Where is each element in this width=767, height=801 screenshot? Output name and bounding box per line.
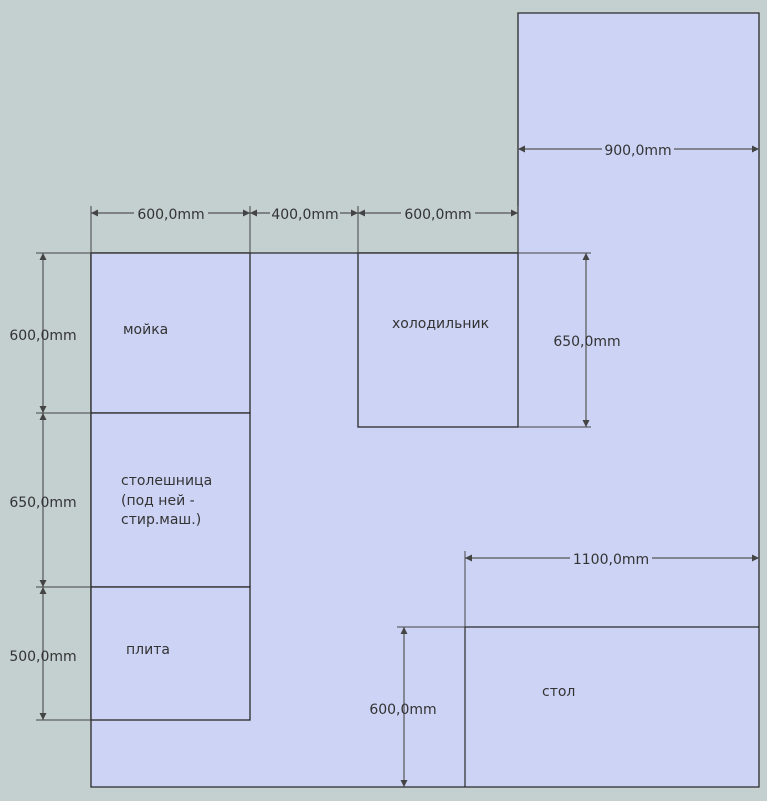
label-countertop-line2: (под ней - xyxy=(121,493,195,509)
sink-cabinet xyxy=(90,252,251,414)
dim-right-wing-width: 900,0mm xyxy=(604,143,671,159)
dim-table-depth: 600,0mm xyxy=(369,702,436,718)
label-table: стол xyxy=(542,684,575,700)
label-countertop-line1: столешница xyxy=(121,473,212,489)
dim-fridge-depth: 650,0mm xyxy=(553,334,620,350)
fridge-cabinet xyxy=(357,252,519,428)
dim-stove-depth: 500,0mm xyxy=(9,649,76,665)
dim-sink-depth: 600,0mm xyxy=(9,328,76,344)
label-fridge: холодильник xyxy=(392,316,489,332)
dim-table-width: 1100,0mm xyxy=(573,552,649,568)
countertop-cabinet xyxy=(90,412,251,588)
label-stove: плита xyxy=(126,642,170,658)
stove-cabinet xyxy=(90,586,251,721)
dim-fridge-width: 600,0mm xyxy=(404,207,471,223)
dim-sink-width: 600,0mm xyxy=(137,207,204,223)
label-countertop-line3: стир.маш.) xyxy=(121,512,201,528)
label-sink: мойка xyxy=(123,322,168,338)
dim-countertop-depth: 650,0mm xyxy=(9,495,76,511)
dim-gap-width: 400,0mm xyxy=(271,207,338,223)
